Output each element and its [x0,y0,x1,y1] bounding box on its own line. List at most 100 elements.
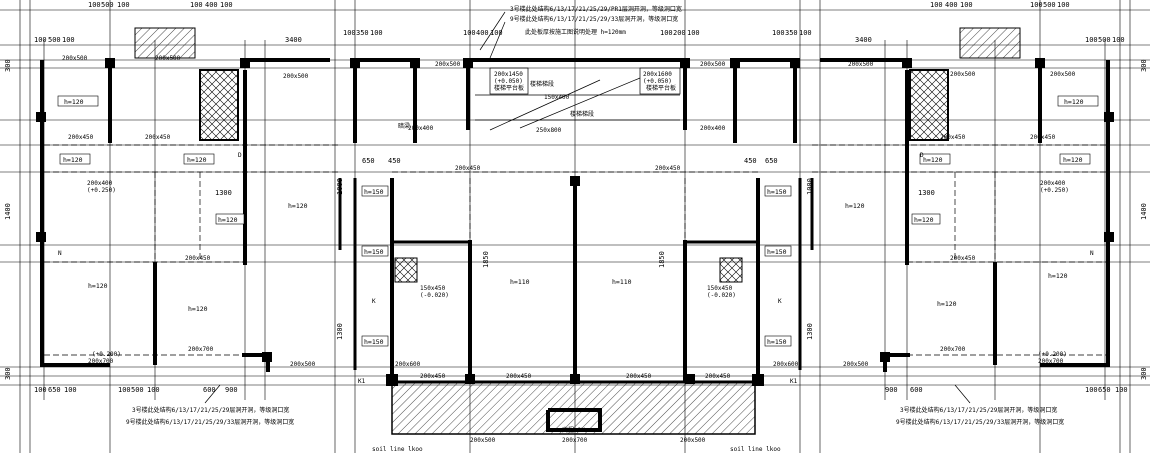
beam-label: 200x450 [626,373,652,380]
slab-label: h=120 [1064,98,1084,106]
dim: 900 [885,386,898,394]
dim: 100 [930,1,943,9]
beam-label: 200x450 [940,134,966,141]
beam-label: 200x500 [470,437,496,444]
dim: 600 [203,386,216,394]
dim: 1400 [4,203,12,220]
beam-label: 200x700 [940,346,966,353]
beam-label: 200x500 [950,71,976,78]
dim: 100 [147,386,160,394]
dim-stair-right: 1850 [658,251,666,268]
dim: 1400 [1140,203,1148,220]
hatched-zones [134,27,1021,435]
slab-label: h=120 [218,216,238,224]
stair-side-label: 楼梯平台板 [494,84,524,92]
dim: 1000 [806,178,814,195]
beam-label: 200x450 [455,165,481,172]
bottom-center-label: 高程=2H [562,426,585,434]
dim: 1000 [336,178,344,195]
slab-label: h=150 [767,248,787,256]
dim: 1300 [215,189,232,197]
slab-mark-d: D [238,152,242,159]
top-dimensions: 100 500 100 100 400 100 100 500 100 3400… [34,1,1125,44]
beam-label: 200x450 [185,255,211,262]
bottom-dimensions: 100 650 100 100 500 100 600 900 900 600 … [34,386,1128,394]
dim-span-left: 3400 [285,36,302,44]
dim: 100 [118,386,131,394]
beam-label: 200x450 [705,373,731,380]
dim: 650 [1098,386,1111,394]
dim-stair-left: 1850 [482,251,490,268]
dim: 100 [1112,36,1125,44]
beam-elev: (+0.250) [87,187,116,194]
slab-mark-n: N [58,250,62,257]
beam-label: 200x500 [62,55,88,62]
beam-label: 200x400 [408,125,434,132]
dim: 500 [1043,1,1056,9]
dim: 100 [34,386,47,394]
columns [36,58,1114,386]
side-dimensions: 1400 300 300 1400 300 300 1850 1850 1000… [4,59,1148,380]
dim: 100 [960,1,973,9]
stair-small-label: 暗梁 [398,122,410,130]
beam-label: 200x400 [700,125,726,132]
bottom-left-note-2: 9号楼此处结构6/13/17/21/25/29/33层洞开洞，等级洞口宽 [126,418,294,426]
dim: 100 [1115,386,1128,394]
dim: 100 [660,29,673,37]
bottom-right-note-2: 9号楼此处结构6/13/17/21/25/29/33层洞开洞，等级洞口宽 [896,418,1064,426]
dim: 500 [131,386,144,394]
dim: 100 [343,29,356,37]
dim: 400 [205,1,218,9]
dim: 100 [190,1,203,9]
dim: 100 [88,1,101,9]
beam-label: 150x400 [544,94,570,101]
slab-label: h=120 [1048,272,1068,280]
top-note-2: 9号楼此处结构6/13/17/21/25/29/33层洞开洞，等级洞口宽 [510,15,678,23]
dim: 1300 [918,189,935,197]
dim: 500 [48,36,61,44]
dim: 100 [1085,386,1098,394]
beam-label: 200x500 [848,61,874,68]
bottom-notes: 3号楼此处结构6/13/17/21/25/29层洞开洞，等级洞口宽 9号楼此处结… [126,406,1064,426]
dim: 100 [687,29,700,37]
beam-label: 200x700 [88,358,114,365]
slab-label: h=110 [612,278,632,286]
beam-label: 200x450 [506,373,532,380]
dim: 100 [64,386,77,394]
beam-label: 200x500 [680,437,706,444]
slab-mark-k1: K1 [358,378,366,385]
bottom-mark-left: soil line lkoo [372,446,423,453]
slab-label: h=150 [364,338,384,346]
beam-label: 150x450 [707,285,733,292]
slab-labels: h=120 h=120 h=120 h=120 h=120 h=120 h=12… [57,95,1099,347]
beam-label: 200x700 [562,437,588,444]
slab-label: h=150 [364,248,384,256]
dim: 300 [1140,367,1148,380]
slab-mark-k1: K1 [790,378,798,385]
beam-label: 200x500 [700,61,726,68]
beam-elev: (-0.020) [707,292,736,299]
dim: 100 [463,29,476,37]
beam-elev: (+0.200) [92,351,121,358]
slab-label: h=120 [63,156,83,164]
dim: 100 [772,29,785,37]
dim: 100 [490,29,503,37]
beam-label: 200x500 [283,73,309,80]
dim: 200 [673,29,686,37]
beam-elev: (+0.050) [494,78,523,85]
slab-label: h=120 [923,156,943,164]
beam-label: 200x500 [290,361,316,368]
dim: 350 [356,29,369,37]
beam-label: 200x700 [188,346,214,353]
slab-label: h=120 [1063,156,1083,164]
dim: 1300 [336,323,344,340]
dim: 600 [910,386,923,394]
beam-label: 200x600 [395,361,421,368]
dim: 100 [117,1,130,9]
dim: 100 [34,36,47,44]
beam-elev: (+0.050) [643,78,672,85]
beam-label: 200x1600 [643,71,672,78]
dim: 400 [945,1,958,9]
dim: 100 [220,1,233,9]
